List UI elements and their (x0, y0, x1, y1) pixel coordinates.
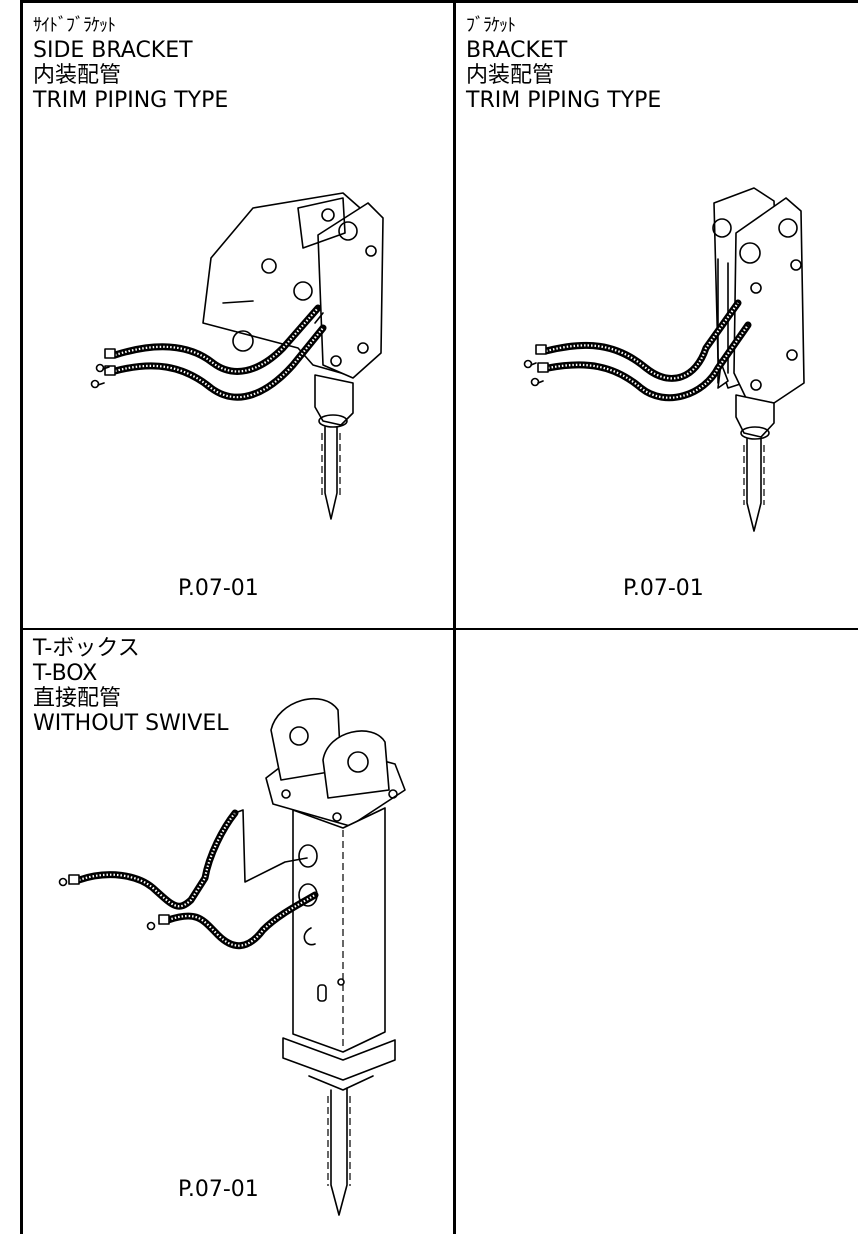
grid-line-middle (20, 628, 858, 630)
piping-type-en: TRIM PIPING TYPE (466, 88, 662, 113)
page-reference-link[interactable]: P.07-01 (178, 1177, 259, 1202)
title-jp: T-ボックス (33, 636, 140, 661)
grid-line-center (453, 0, 456, 1234)
grid-line-left (20, 0, 23, 1234)
title-jp: ﾌﾞﾗｹｯﾄ (466, 15, 516, 36)
side-bracket-breaker-illustration (90, 192, 384, 520)
piping-type-jp: 直接配管 (33, 686, 122, 711)
grid-line-top (20, 0, 858, 3)
cell-side-bracket[interactable]: ｻｲﾄﾞﾌﾞﾗｹｯﾄ SIDE BRACKET 内装配管 TRIM PIPING… (23, 3, 453, 628)
bracket-breaker-illustration (523, 187, 805, 532)
piping-type-jp: 内装配管 (33, 63, 122, 88)
title-en: T-BOX (33, 661, 98, 686)
cell-bracket[interactable]: ﾌﾞﾗｹｯﾄ BRACKET 内装配管 TRIM PIPING TYPE (456, 3, 858, 628)
cell-t-box[interactable]: T-ボックス T-BOX 直接配管 WITHOUT SWIVEL (23, 630, 453, 1234)
t-box-breaker-illustration (58, 697, 406, 1216)
title-en: SIDE BRACKET (33, 38, 193, 63)
cell-empty (456, 630, 858, 1234)
page-reference-link[interactable]: P.07-01 (623, 576, 704, 601)
page-reference-link[interactable]: P.07-01 (178, 576, 259, 601)
piping-type-jp: 内装配管 (466, 63, 555, 88)
piping-type-en: TRIM PIPING TYPE (33, 88, 229, 113)
title-jp: ｻｲﾄﾞﾌﾞﾗｹｯﾄ (33, 15, 116, 36)
title-en: BRACKET (466, 38, 568, 63)
piping-type-en: WITHOUT SWIVEL (33, 711, 229, 736)
